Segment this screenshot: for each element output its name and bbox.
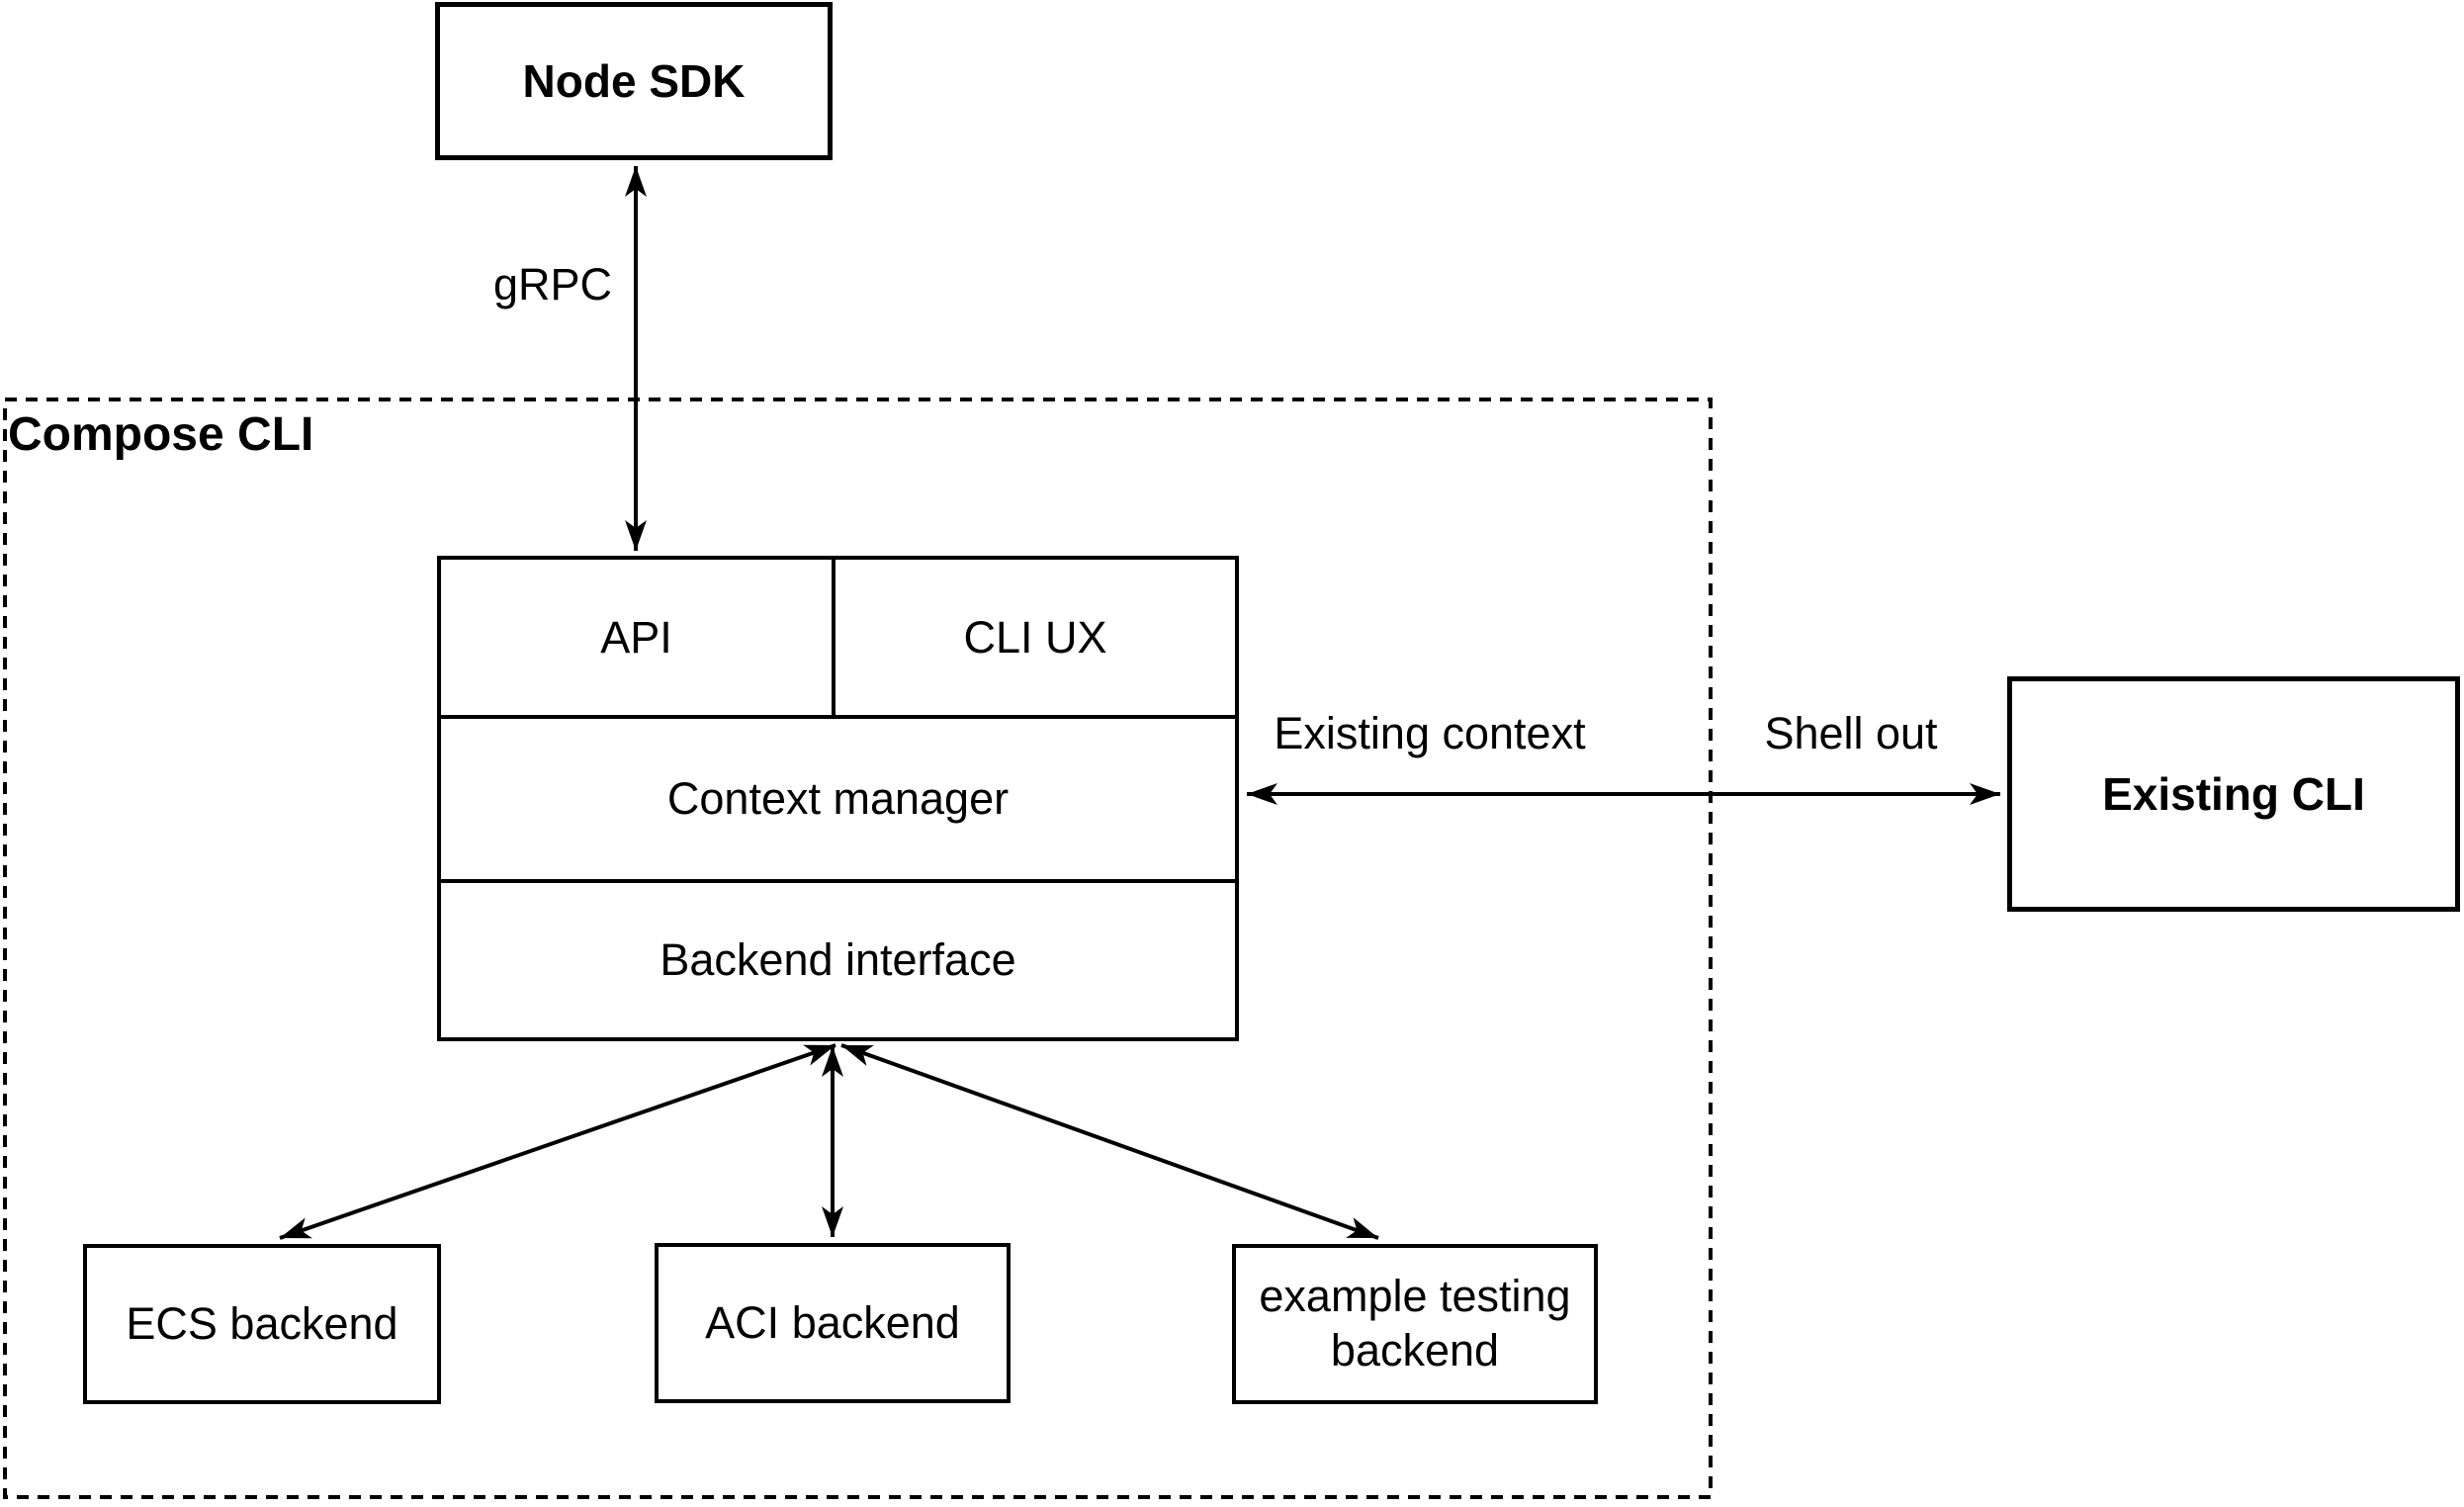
cli-ux-label: CLI UX bbox=[963, 611, 1107, 663]
example-testing-backend-box: example testing backend bbox=[1232, 1244, 1598, 1404]
compose-cli-core-box: API CLI UX Context manager Backend inter… bbox=[437, 556, 1239, 1041]
ecs-backend-box: ECS backend bbox=[83, 1244, 441, 1404]
aci-backend-box: ACI backend bbox=[655, 1243, 1011, 1403]
api-label: API bbox=[600, 611, 672, 663]
aci-backend-label: ACI backend bbox=[705, 1296, 960, 1348]
compose-cli-container bbox=[3, 398, 1713, 1499]
compose-cli-label: Compose CLI bbox=[8, 408, 314, 461]
backend-interface-row: Backend interface bbox=[441, 883, 1235, 1037]
existing-context-label: Existing context bbox=[1274, 708, 1586, 758]
context-manager-row: Context manager bbox=[441, 719, 1235, 883]
grpc-label: gRPC bbox=[492, 259, 613, 310]
shell-out-label: Shell out bbox=[1764, 708, 1938, 758]
node-sdk-label: Node SDK bbox=[522, 54, 746, 107]
ecs-arrow bbox=[279, 1043, 836, 1240]
ecs-backend-label: ECS backend bbox=[126, 1297, 398, 1349]
example-arrow bbox=[840, 1043, 1379, 1240]
node-sdk-box: Node SDK bbox=[435, 2, 833, 160]
existing-cli-box: Existing CLI bbox=[2007, 676, 2460, 912]
cli-ux-cell: CLI UX bbox=[836, 560, 1235, 715]
context-manager-label: Context manager bbox=[666, 773, 1010, 824]
backend-interface-label: Backend interface bbox=[660, 934, 1016, 985]
api-cell: API bbox=[441, 560, 836, 715]
existing-cli-label: Existing CLI bbox=[2102, 767, 2365, 820]
api-cliux-row: API CLI UX bbox=[441, 560, 1235, 719]
example-testing-backend-label: example testing backend bbox=[1259, 1271, 1571, 1375]
